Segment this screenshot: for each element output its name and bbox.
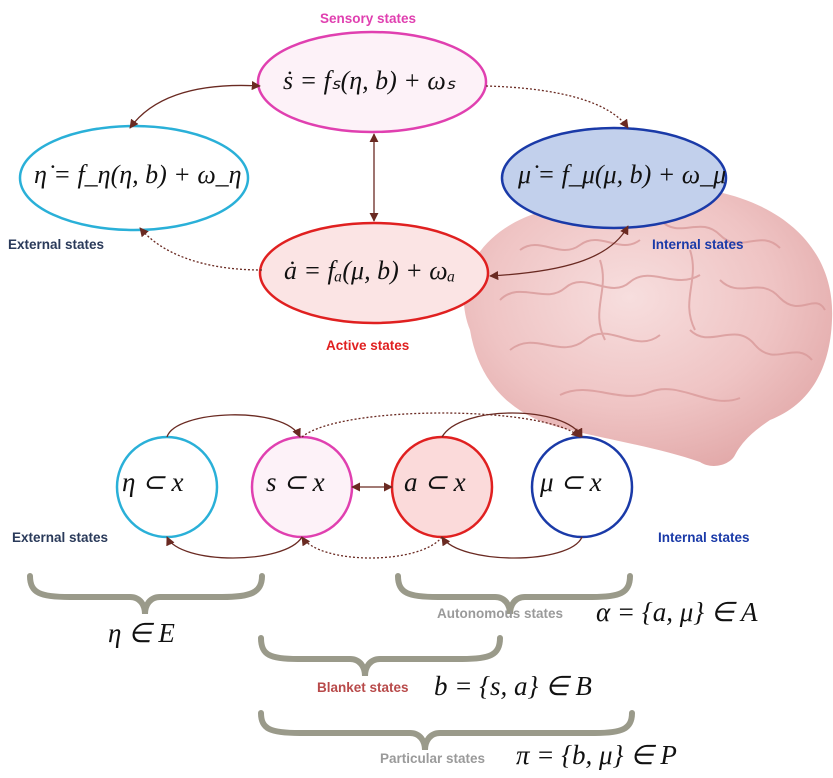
brace-external bbox=[27, 573, 265, 615]
mu-subset-x: μ ⊂ x bbox=[540, 467, 602, 497]
autonomous-equation: α = {a, μ} ∈ A bbox=[596, 597, 758, 627]
active-equation: ȧ = fₐ(μ, b) + ωₐ bbox=[284, 256, 456, 285]
brace-blanket bbox=[258, 635, 503, 677]
autonomous-label: Autonomous states bbox=[437, 606, 564, 621]
active-ellipse bbox=[258, 221, 490, 325]
internal-label-bottom: Internal states bbox=[658, 530, 750, 545]
arrow-sensory-internal bbox=[485, 85, 629, 129]
internal-equation: μ̇ = f_μ(μ, b) + ω_μ bbox=[518, 160, 727, 189]
brain-illustration bbox=[463, 185, 833, 466]
blanket-label: Blanket states bbox=[317, 680, 409, 695]
arrow-a-s bbox=[301, 536, 443, 559]
eta-in-e: η ∈ E bbox=[108, 618, 175, 648]
braces bbox=[27, 573, 635, 751]
bottom-arrows bbox=[166, 412, 583, 559]
brace-autonomous bbox=[395, 573, 633, 615]
external-equation: η̇ = f_η(η, b) + ω_η bbox=[34, 160, 242, 189]
arrow-s-mu bbox=[301, 412, 581, 438]
arrow-s-eta bbox=[166, 536, 303, 559]
blanket-equation: b = {s, a} ∈ B bbox=[434, 671, 592, 701]
external-label-bottom: External states bbox=[12, 530, 109, 545]
particular-label: Particular states bbox=[380, 751, 486, 766]
arrow-mu-a bbox=[441, 536, 583, 559]
arrow-sensory-external bbox=[129, 80, 261, 129]
active-label: Active states bbox=[326, 338, 410, 353]
arrow-active-external bbox=[139, 227, 263, 271]
external-label-top: External states bbox=[8, 237, 105, 252]
eta-subset-x: η ⊂ x bbox=[122, 467, 184, 497]
sensory-label: Sensory states bbox=[320, 11, 417, 26]
arrow-a-mu bbox=[441, 412, 583, 438]
a-subset-x: a ⊂ x bbox=[404, 467, 466, 497]
arrow-active-internal bbox=[489, 225, 629, 281]
particular-equation: π = {b, μ} ∈ P bbox=[516, 740, 677, 770]
sensory-equation: ṡ = fₛ(η, b) + ωₛ bbox=[283, 66, 456, 95]
internal-label-top: Internal states bbox=[652, 237, 744, 252]
s-subset-x: s ⊂ x bbox=[266, 467, 325, 497]
arrow-eta-s bbox=[166, 414, 301, 438]
brace-particular bbox=[258, 710, 635, 751]
top-arrows bbox=[129, 80, 629, 281]
